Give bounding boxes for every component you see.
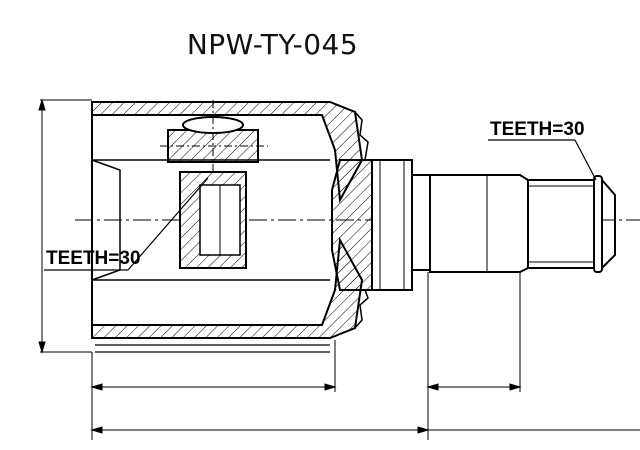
tripod-spider	[160, 100, 268, 269]
dimension-lines	[38, 98, 640, 440]
inner-teeth-label: TEETH=30	[46, 248, 141, 269]
stub-shaft	[411, 174, 616, 273]
housing-section	[91, 101, 373, 353]
flange	[354, 111, 413, 329]
leader-lines	[44, 139, 597, 271]
part-number-title: NPW-TY-045	[186, 28, 359, 61]
outer-teeth-label: TEETH=30	[490, 119, 585, 140]
